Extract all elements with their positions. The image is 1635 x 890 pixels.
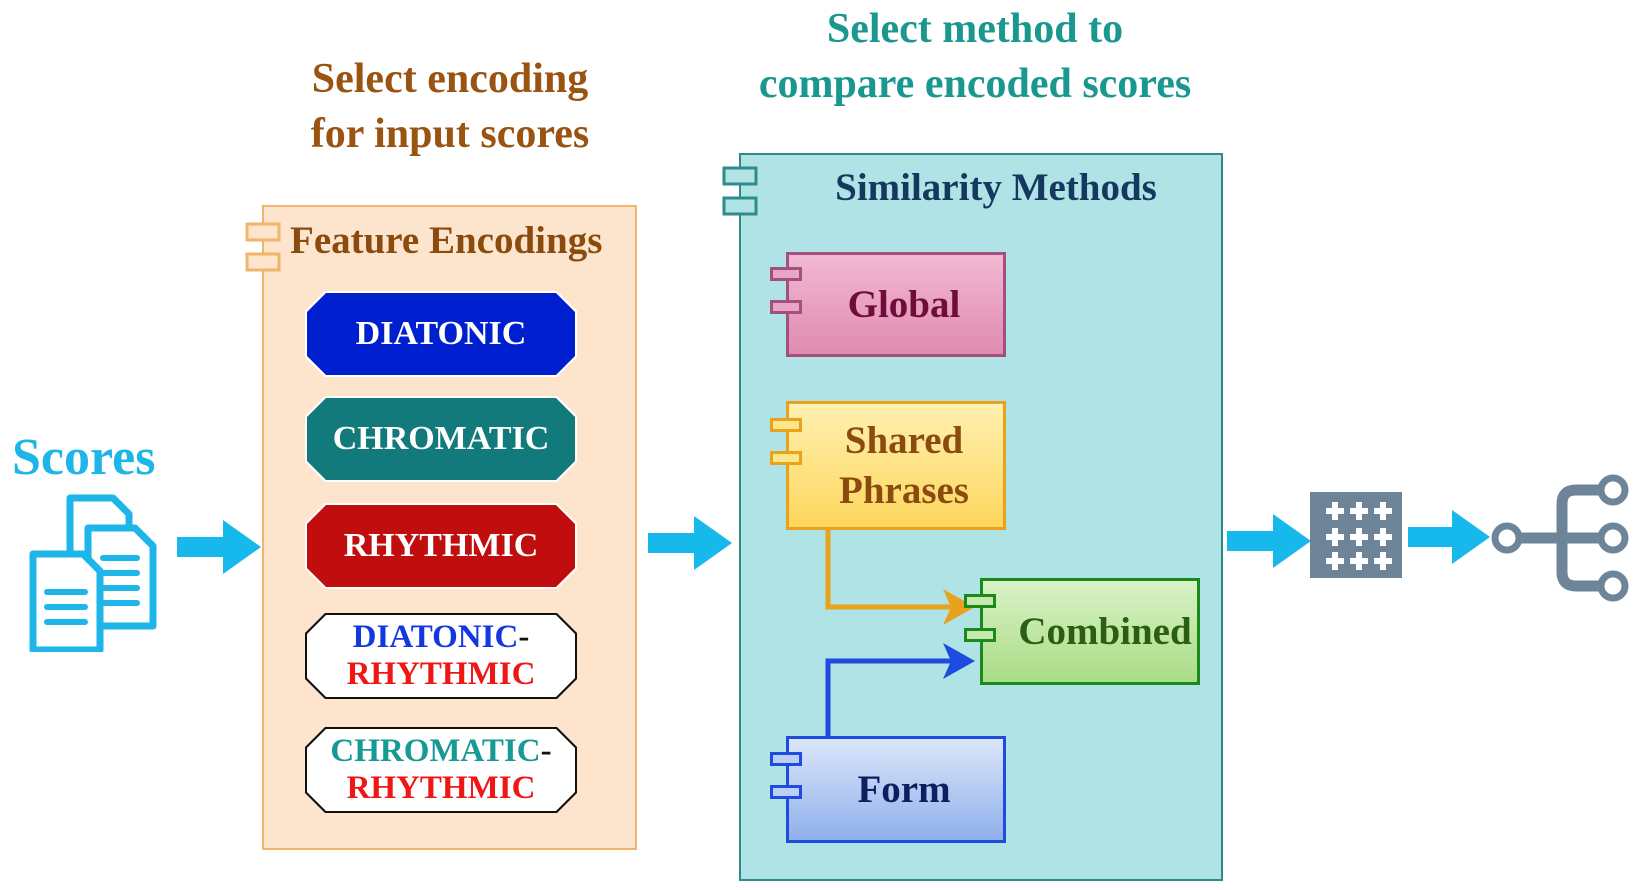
method-form-label: Form bbox=[857, 767, 951, 811]
chromatic-rhythmic-line1: CHROMATIC- bbox=[330, 733, 551, 770]
method-global[interactable]: Global bbox=[786, 252, 1006, 357]
chromatic-part: CHROMATIC bbox=[330, 733, 541, 769]
form-tab-icon bbox=[770, 752, 802, 766]
documents-icon bbox=[29, 494, 157, 652]
sm-component-icon bbox=[722, 166, 758, 216]
encoding-chromatic-rhythmic[interactable]: CHROMATIC- RHYTHMIC bbox=[305, 727, 577, 813]
global-tab-icon bbox=[770, 300, 802, 314]
method-shared-phrases[interactable]: Shared Phrases bbox=[786, 401, 1006, 530]
scores-label: Scores bbox=[12, 429, 156, 486]
method-combined[interactable]: Combined bbox=[980, 578, 1200, 685]
encoding-diatonic[interactable]: DIATONIC bbox=[305, 291, 577, 377]
method-form[interactable]: Form bbox=[786, 736, 1006, 843]
shared-tab-icon bbox=[770, 451, 802, 465]
shared-label-line2: Phrases bbox=[839, 468, 969, 512]
method-combined-label: Combined bbox=[1018, 609, 1192, 653]
rhythmic-part: RHYTHMIC bbox=[346, 770, 536, 806]
encoding-chromatic[interactable]: CHROMATIC bbox=[305, 396, 577, 482]
shared-to-combined-connector bbox=[825, 529, 963, 610]
diatonic-rhythmic-line1: DIATONIC- bbox=[353, 619, 530, 656]
method-heading: Select method to compare encoded scores bbox=[720, 2, 1230, 112]
form-to-combined-connector bbox=[825, 658, 963, 736]
form-tab-icon bbox=[770, 785, 802, 799]
encoding-heading: Select encoding for input scores bbox=[260, 52, 640, 162]
shared-tab-icon bbox=[770, 418, 802, 432]
form-to-combined-arrowhead bbox=[943, 643, 975, 679]
connectors bbox=[825, 529, 975, 736]
global-tab-icon bbox=[770, 267, 802, 281]
rhythmic-part: RHYTHMIC bbox=[346, 656, 536, 692]
encoding-diatonic-rhythmic[interactable]: DIATONIC- RHYTHMIC bbox=[305, 613, 577, 699]
encoding-rhythmic-label: RHYTHMIC bbox=[343, 527, 539, 564]
encoding-heading-line2: for input scores bbox=[310, 111, 590, 157]
shared-to-combined-arrowhead bbox=[943, 589, 975, 625]
method-heading-line1: Select method to bbox=[826, 6, 1124, 52]
arrow-methods-to-matrix bbox=[1227, 514, 1311, 568]
arrow-encodings-to-methods bbox=[648, 516, 732, 570]
encoding-diatonic-label: DIATONIC bbox=[355, 315, 527, 352]
arrow-matrix-to-tree bbox=[1408, 510, 1490, 564]
combined-tab-icon bbox=[964, 628, 996, 642]
combined-tab-icon bbox=[964, 594, 996, 608]
encoding-chromatic-label: CHROMATIC bbox=[332, 420, 550, 457]
method-global-label: Global bbox=[847, 282, 961, 326]
encoding-rhythmic[interactable]: RHYTHMIC bbox=[305, 503, 577, 589]
method-heading-line2: compare encoded scores bbox=[758, 61, 1192, 107]
combo-separator: - bbox=[540, 733, 552, 769]
network-tree-icon bbox=[1491, 474, 1629, 602]
arrow-scores-to-encodings bbox=[177, 520, 261, 574]
fe-component-icon bbox=[245, 222, 281, 272]
feature-encodings-title: Feature Encodings bbox=[290, 219, 603, 262]
shared-label-line1: Shared bbox=[844, 418, 964, 462]
similarity-methods-title: Similarity Methods bbox=[835, 166, 1157, 209]
encoding-heading-line1: Select encoding bbox=[311, 56, 589, 102]
diatonic-part: DIATONIC bbox=[352, 619, 519, 655]
similarity-matrix-icon bbox=[1310, 492, 1402, 578]
combo-separator: - bbox=[518, 619, 530, 655]
